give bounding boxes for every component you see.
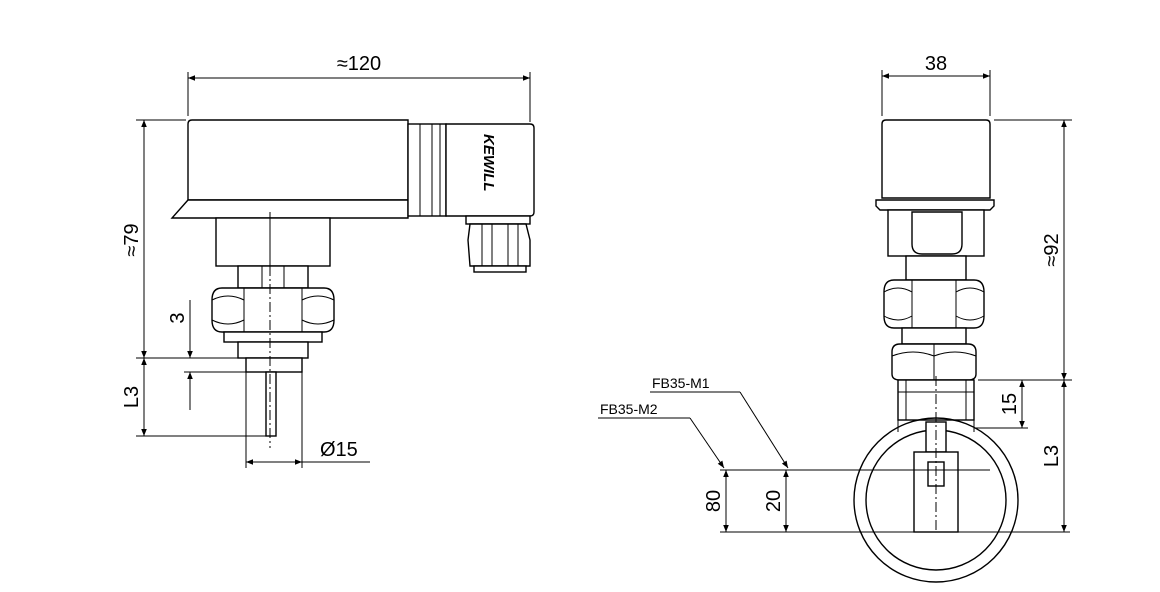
cable-gland xyxy=(465,215,531,273)
side-housing xyxy=(881,119,991,199)
front-housing xyxy=(170,119,535,219)
dim-probe-length-label: L3 xyxy=(121,386,143,408)
dim-height-label: ≈79 xyxy=(121,223,143,256)
side-view: 38 ≈92 15 L3 80 20 FB35-M1 FB35-M2 xyxy=(598,53,1072,583)
dim-side-probe-length-label: L3 xyxy=(1041,445,1063,467)
dim-80-label: 80 xyxy=(703,490,725,512)
front-view: KEWILL xyxy=(121,53,535,468)
dim-offset-label: 15 xyxy=(999,393,1021,415)
model-m2-label: FB35-M2 xyxy=(600,401,658,417)
model-m1-label: FB35-M1 xyxy=(652,375,710,391)
dim-diameter-label: Ø15 xyxy=(320,439,358,461)
front-neck xyxy=(215,217,331,267)
side-hex-nut xyxy=(883,279,985,329)
dim-gap-label: 3 xyxy=(167,312,189,323)
front-probe xyxy=(245,357,303,373)
dim-width-label: ≈120 xyxy=(337,53,381,75)
dim-side-width-label: 38 xyxy=(925,53,947,75)
brand-label: KEWILL xyxy=(480,134,497,192)
dim-20-label: 20 xyxy=(763,490,785,512)
dim-side-height-label: ≈92 xyxy=(1041,233,1063,266)
front-hex-nut xyxy=(211,287,335,333)
